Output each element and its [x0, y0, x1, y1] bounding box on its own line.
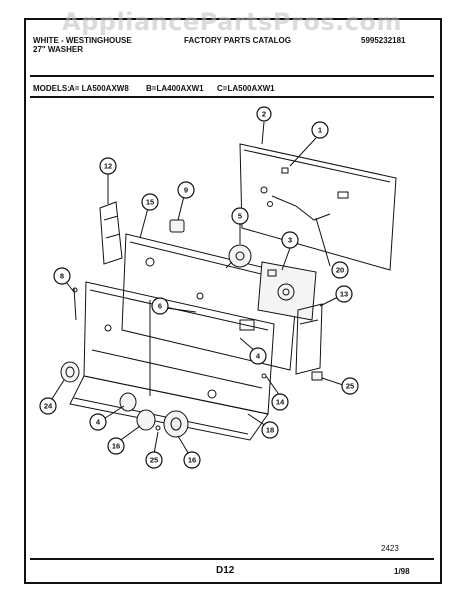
- callout-12: 12: [99, 157, 117, 175]
- svg-text:13: 13: [340, 290, 348, 299]
- model-c: C=LA500AXW1: [217, 84, 275, 93]
- watermark: AppliancePartsPros.com: [62, 8, 402, 36]
- catalog-title: FACTORY PARTS CATALOG: [184, 36, 291, 45]
- timer-part: [257, 261, 317, 321]
- callout-16b: 16: [183, 451, 201, 469]
- callout-1: 1: [311, 121, 329, 139]
- callout-8: 8: [53, 267, 71, 285]
- switch-part: [225, 244, 252, 269]
- manufacturer-line1: WHITE - WESTINGHOUSE: [33, 36, 132, 45]
- callout-14: 14: [271, 393, 289, 411]
- svg-text:25: 25: [150, 456, 158, 465]
- model-a: A= LA500AXW8: [69, 84, 129, 93]
- svg-text:18: 18: [266, 426, 274, 435]
- bracket-part: [99, 201, 123, 265]
- page-frame: [24, 18, 442, 584]
- svg-text:8: 8: [60, 272, 64, 281]
- svg-text:1: 1: [318, 126, 322, 135]
- callout-4a: 4: [249, 347, 267, 365]
- catalog-date: 1/98: [394, 567, 410, 576]
- callout-16a: 16: [107, 437, 125, 455]
- svg-text:15: 15: [146, 198, 154, 207]
- svg-text:25: 25: [346, 382, 354, 391]
- callout-4b: 4: [89, 413, 107, 431]
- knob-parts: [60, 361, 189, 438]
- svg-text:12: 12: [104, 162, 112, 171]
- model-b: B=LA400AXW1: [146, 84, 204, 93]
- svg-text:16: 16: [188, 456, 196, 465]
- callout-20: 20: [331, 261, 349, 279]
- svg-text:16: 16: [112, 442, 120, 451]
- svg-text:3: 3: [288, 236, 292, 245]
- side-bracket-part: [295, 303, 323, 375]
- header-rule-bottom: [30, 96, 434, 98]
- callout-25a: 25: [145, 451, 163, 469]
- svg-text:24: 24: [44, 402, 53, 411]
- drawing-number: 2423: [381, 544, 399, 553]
- callout-18: 18: [261, 421, 279, 439]
- callout-25b: 25: [341, 377, 359, 395]
- rod-part: [72, 287, 78, 321]
- models-label: MODELS:: [33, 84, 70, 93]
- footer-rule: [30, 558, 434, 560]
- callout-6: 6: [151, 297, 169, 315]
- page-number: D12: [216, 565, 235, 576]
- svg-text:9: 9: [184, 186, 188, 195]
- rear-panel-part: [239, 143, 397, 271]
- callout-9: 9: [177, 181, 195, 199]
- callout-5: 5: [231, 207, 249, 225]
- callout-3: 3: [281, 231, 299, 249]
- knob-part-9: [169, 219, 185, 233]
- header-rule-top: [30, 75, 434, 77]
- catalog-number: 5995232181: [361, 36, 406, 45]
- callout-13: 13: [335, 285, 353, 303]
- svg-text:6: 6: [158, 302, 162, 311]
- callout-15: 15: [141, 193, 159, 211]
- svg-text:4: 4: [96, 418, 101, 427]
- callout-2: 2: [256, 106, 272, 122]
- callout-24: 24: [39, 397, 57, 415]
- svg-text:2: 2: [262, 110, 266, 119]
- svg-text:20: 20: [336, 266, 344, 275]
- manufacturer-line2: 27" WASHER: [33, 45, 84, 54]
- svg-text:14: 14: [276, 398, 285, 407]
- svg-text:5: 5: [238, 212, 242, 221]
- svg-text:4: 4: [256, 352, 261, 361]
